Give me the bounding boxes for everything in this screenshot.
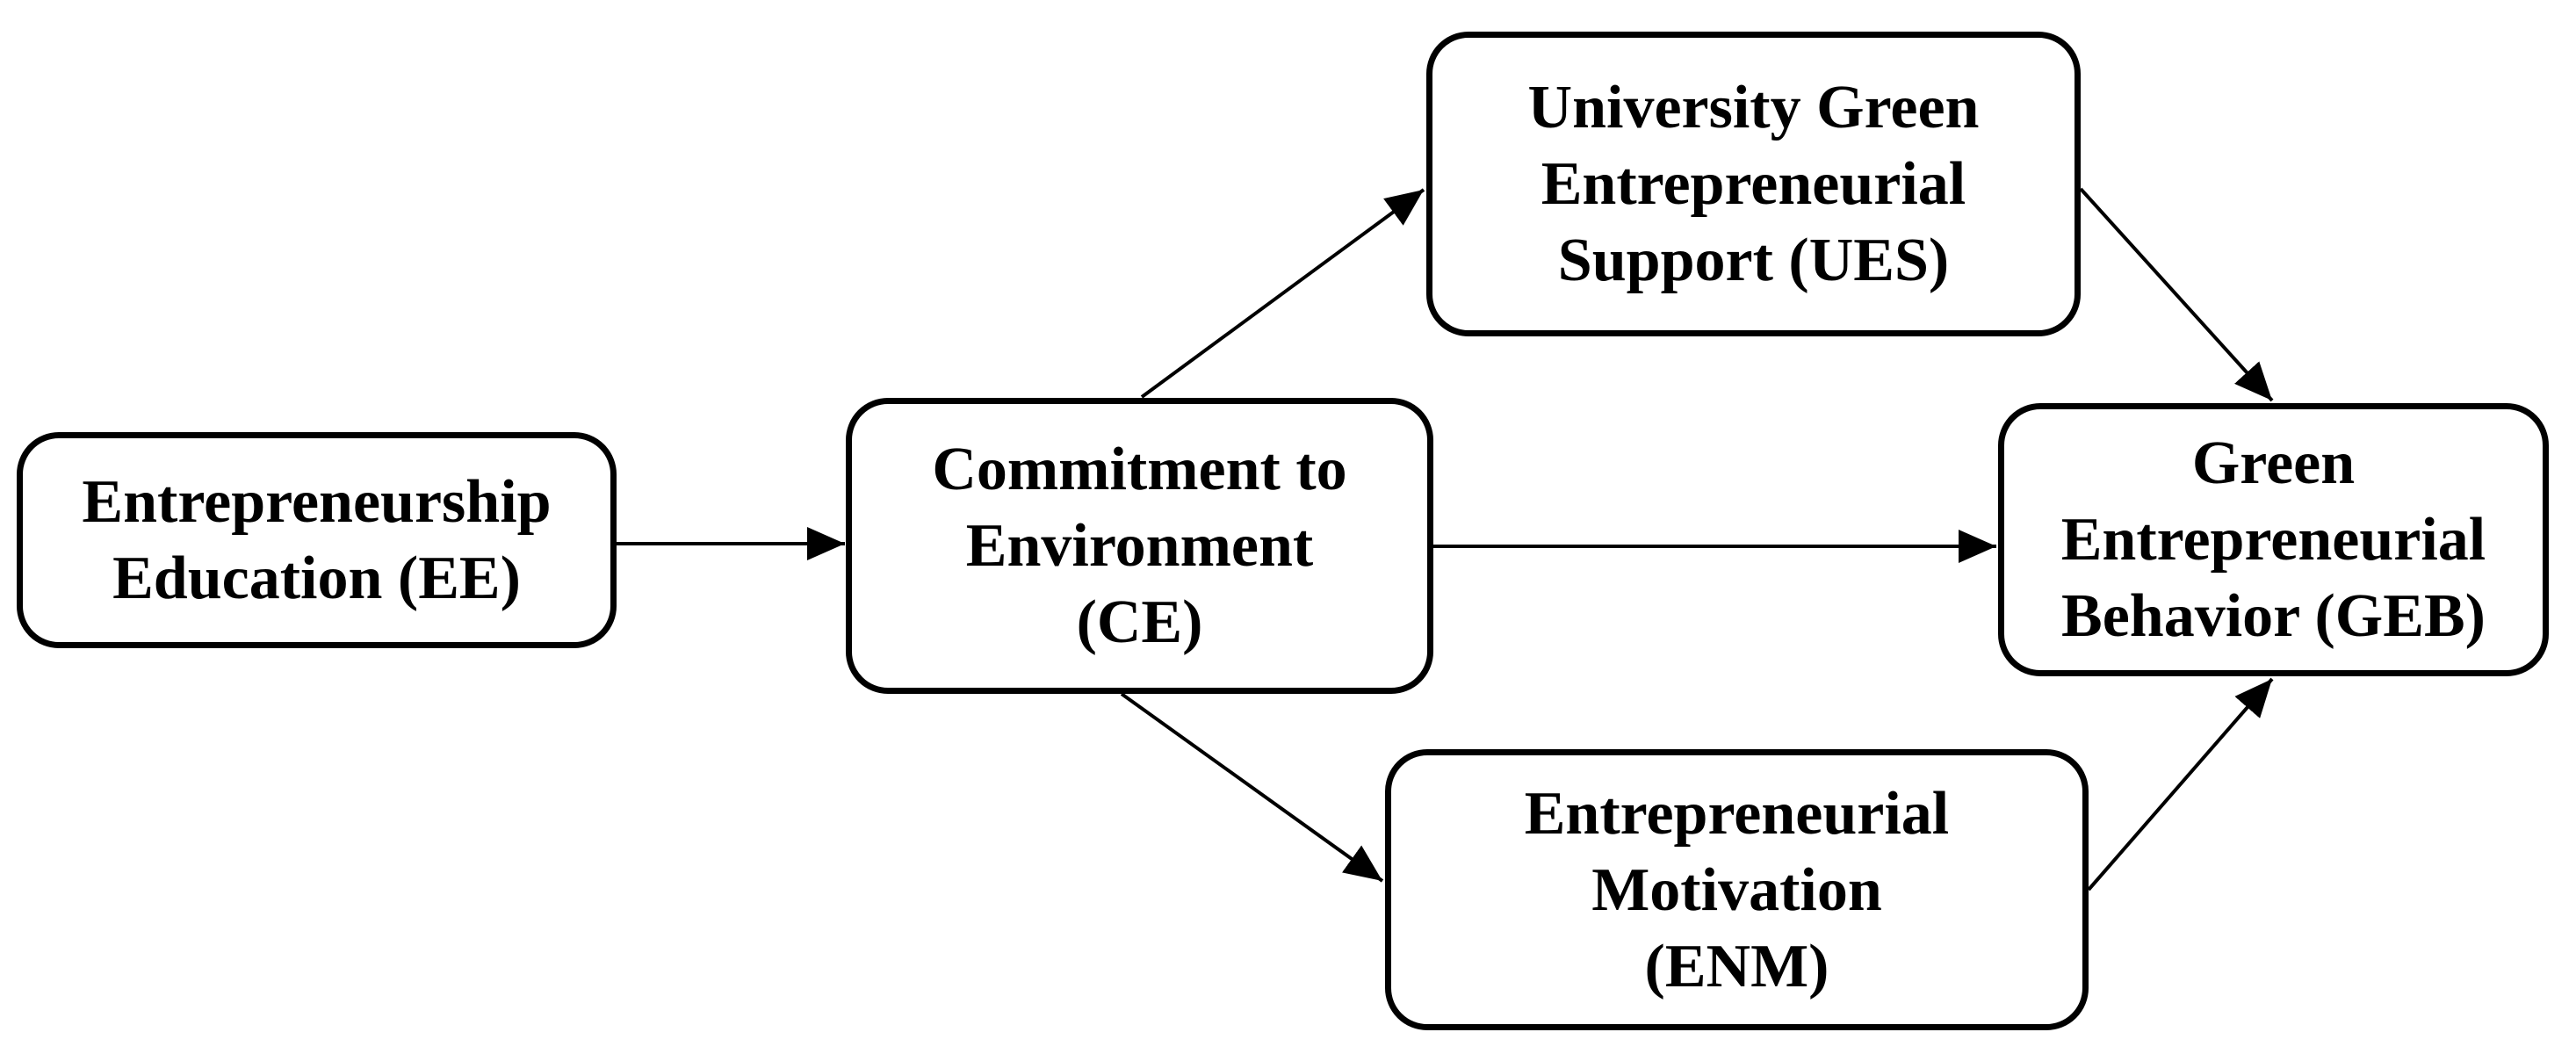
arrow-ues-to-geb [2079, 187, 2274, 402]
node-label-line: University Green [1527, 74, 1980, 141]
node-entrepreneurial-motivation-enm: Entrepreneurial Motivation (ENM) [1385, 749, 2089, 1030]
node-label-line: Entrepreneurial [2060, 506, 2486, 574]
node-label-line: Entrepreneurial [1524, 779, 1950, 848]
node-label-line: Entrepreneurial [1541, 150, 1966, 218]
node-commitment-to-environment-ce: Commitment to Environment (CE) [846, 398, 1433, 694]
node-label-line: Motivation [1591, 855, 1882, 924]
node-label-line: (CE) [1076, 588, 1203, 656]
node-label-line: Support (UES) [1557, 227, 1950, 294]
arrow-ce-to-ues [1140, 188, 1425, 399]
node-university-green-entrepreneurial-support-ues: University Green Entrepreneurial Support… [1426, 32, 2081, 336]
node-label-line: Green [2191, 429, 2356, 497]
arrow-enm-to-geb [2087, 677, 2274, 891]
node-entrepreneurship-education-ee: Entrepreneurship Education (EE) [17, 432, 617, 648]
node-green-entrepreneurial-behavior-geb: Green Entrepreneurial Behavior (GEB) [1998, 403, 2549, 676]
node-label-line: Entrepreneurship [82, 468, 552, 536]
node-label-line: (ENM) [1644, 932, 1829, 1000]
node-label-line: Education (EE) [112, 545, 521, 612]
node-label-line: Commitment to [932, 436, 1347, 503]
node-label-line: Behavior (GEB) [2061, 582, 2486, 650]
node-label-line: Environment [965, 512, 1314, 580]
arrow-ce-to-enm [1120, 692, 1384, 883]
